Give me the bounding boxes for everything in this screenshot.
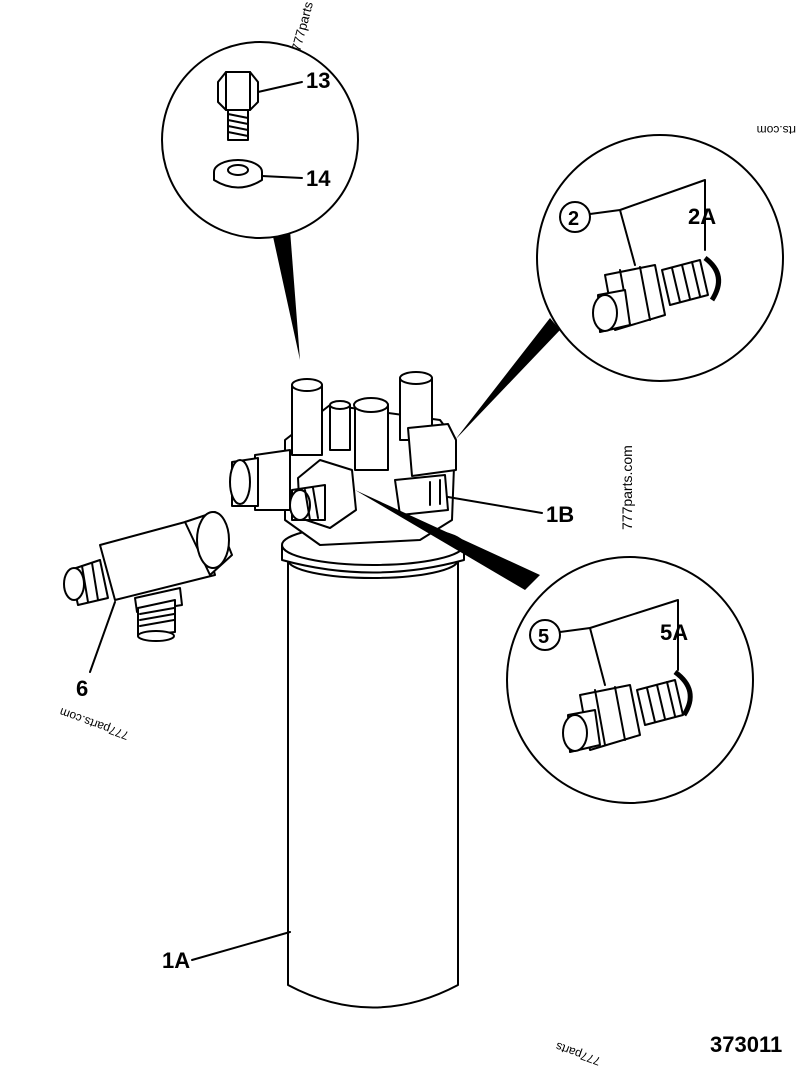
drawing-number: 373011 [710,1032,782,1057]
watermark-top-right: rts.com [757,123,796,137]
watermark-right: 777parts.com [619,445,635,530]
callout-1a: 1A [162,948,190,973]
watermark-bottom: 777parts [554,1039,603,1067]
filter-head [229,371,457,546]
leader-6 [89,601,116,673]
callout-circle-5 [529,619,561,651]
watermark-left: 777parts.com [58,705,131,743]
leader-1a [191,931,291,961]
callout-6: 6 [76,676,88,701]
callout-circle-2 [559,201,591,233]
callout-1b: 1B [546,502,574,527]
callout-2a: 2A [688,204,716,229]
callout-5a: 5A [660,620,688,645]
filter-canister [281,524,465,1009]
callout-13: 13 [306,68,330,93]
callout-14: 14 [306,166,331,191]
tee-fitting [63,511,233,642]
callout-5: 5 [538,626,549,648]
detail-fitting-2 [455,134,784,440]
callout-2: 2 [568,208,579,230]
watermark-top: 777parts [288,0,316,53]
detail-bolt-washer [161,41,359,360]
leader-1b [447,496,543,514]
detail-fitting-5 [355,490,754,804]
